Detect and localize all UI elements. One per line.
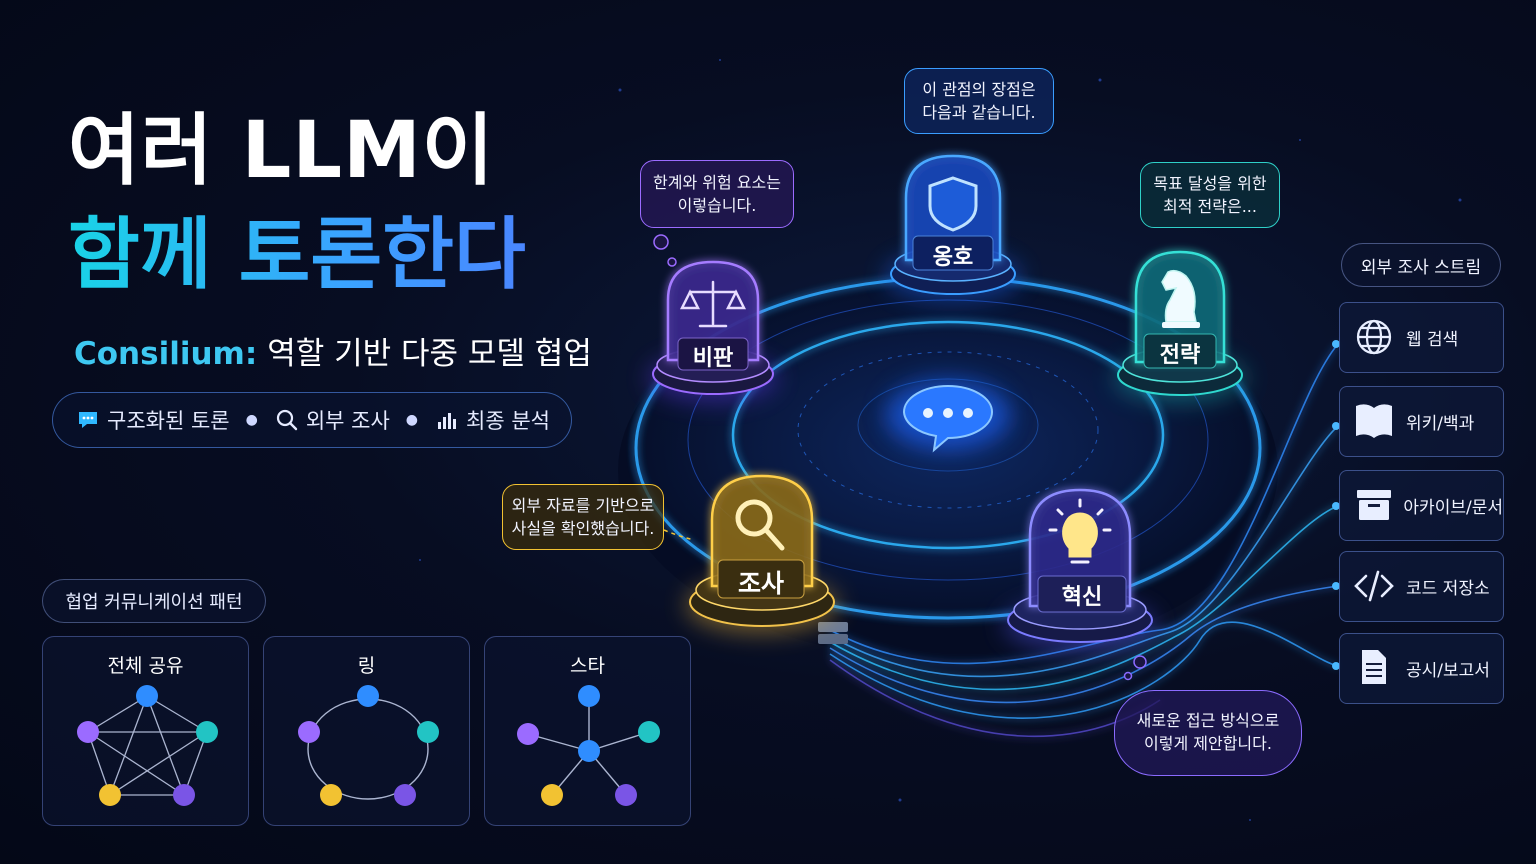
speech-bubble-critique: 한계와 위험 요소는 이렇습니다. [640, 160, 794, 228]
pattern-card-title: 스타 [570, 655, 605, 677]
hero-title-line2: 함께 토론한다 [68, 192, 526, 304]
source-archive: 아카이브/문서 [1339, 470, 1504, 541]
pattern-card-ring: 링 [263, 636, 470, 826]
research-label-plate [717, 559, 805, 599]
star-graph [517, 685, 660, 806]
role-label-advocacy: 옹호 [932, 245, 974, 270]
innovation-label-plate [1037, 575, 1127, 613]
speech-bubble-research: 외부 자료를 기반으로 사실을 확인했습니다. [502, 484, 664, 550]
subtitle-text: 역할 기반 다중 모델 협업 [267, 336, 592, 372]
graph-node [638, 721, 660, 743]
source-web-search: 웹 검색 [1339, 302, 1504, 373]
background-particles [419, 59, 1462, 821]
graph-node [394, 784, 416, 806]
shield-icon [928, 176, 978, 232]
chess-knight-icon [1161, 269, 1200, 328]
separator-dot: ● [405, 412, 419, 428]
source-reports: 공시/보고서 [1339, 633, 1504, 704]
hero-subtitle: Consilium:역할 기반 다중 모델 협업 [74, 328, 592, 373]
graph-node [196, 721, 218, 743]
chat-dots-icon [886, 378, 1010, 453]
graph-hub-node [578, 740, 600, 762]
graph-node [298, 721, 320, 743]
bar-chart-icon [434, 407, 460, 433]
graph-node [417, 721, 439, 743]
graph-node [517, 723, 539, 745]
source-wiki: 위키/백과 [1339, 386, 1504, 457]
graph-node [578, 685, 600, 707]
pattern-card-title: 전체 공유 [107, 655, 184, 677]
stream-endpoints [1332, 340, 1340, 670]
feature-label-research: 외부 조사 [305, 409, 390, 433]
feature-pill: 구조화된 토론 ● 외부 조사 ● 최종 분석 [52, 392, 572, 448]
pattern-card-full-mesh: 전체 공유 [42, 636, 249, 826]
brand-name: Consilium: [74, 336, 258, 372]
graph-node [320, 784, 342, 806]
graph-node [541, 784, 563, 806]
speech-bubble-innovation: 새로운 접근 방식으로 이렇게 제안합니다. [1114, 690, 1302, 776]
speech-bubble-strategy: 목표 달성을 위한 최적 전략은... [1140, 162, 1280, 228]
research-streams [829, 343, 1339, 738]
speech-tails [653, 234, 1147, 681]
chat-bubble-icon [75, 407, 101, 433]
full-mesh-graph [77, 685, 218, 806]
graph-node [136, 685, 158, 707]
source-code-repo: 코드 저장소 [1339, 551, 1504, 622]
magnifier-icon [735, 499, 785, 551]
scales-icon [679, 280, 747, 328]
speech-bubble-advocacy: 이 관점의 장점은 다음과 같습니다. [904, 68, 1054, 134]
feature-label-debate: 구조화된 토론 [107, 409, 230, 433]
role-label-strategy: 전략 [1159, 343, 1201, 368]
pattern-card-star: 스타 [484, 636, 691, 826]
patterns-section-title: 협업 커뮤니케이션 패턴 [42, 579, 266, 623]
graph-node [357, 685, 379, 707]
ring-graph [298, 685, 439, 806]
graph-node [99, 784, 121, 806]
critique-label-plate [677, 337, 749, 371]
graph-node [615, 784, 637, 806]
graph-node [173, 784, 195, 806]
role-label-innovation: 혁신 [1061, 585, 1103, 610]
role-label-critique: 비판 [692, 346, 734, 371]
lightbulb-icon [1048, 498, 1112, 564]
stream-connector [818, 622, 848, 644]
separator-dot: ● [245, 412, 258, 428]
role-label-research: 조사 [737, 569, 784, 598]
feature-label-analysis: 최종 분석 [466, 409, 550, 433]
graph-node [77, 721, 99, 743]
sources-title: 외부 조사 스트림 [1341, 243, 1501, 287]
search-icon [274, 407, 300, 433]
pattern-card-title: 링 [357, 655, 376, 677]
hero-title-line1: 여러 LLM이 [68, 106, 495, 196]
advocacy-label-plate [912, 235, 994, 271]
strategy-label-plate [1143, 333, 1217, 369]
